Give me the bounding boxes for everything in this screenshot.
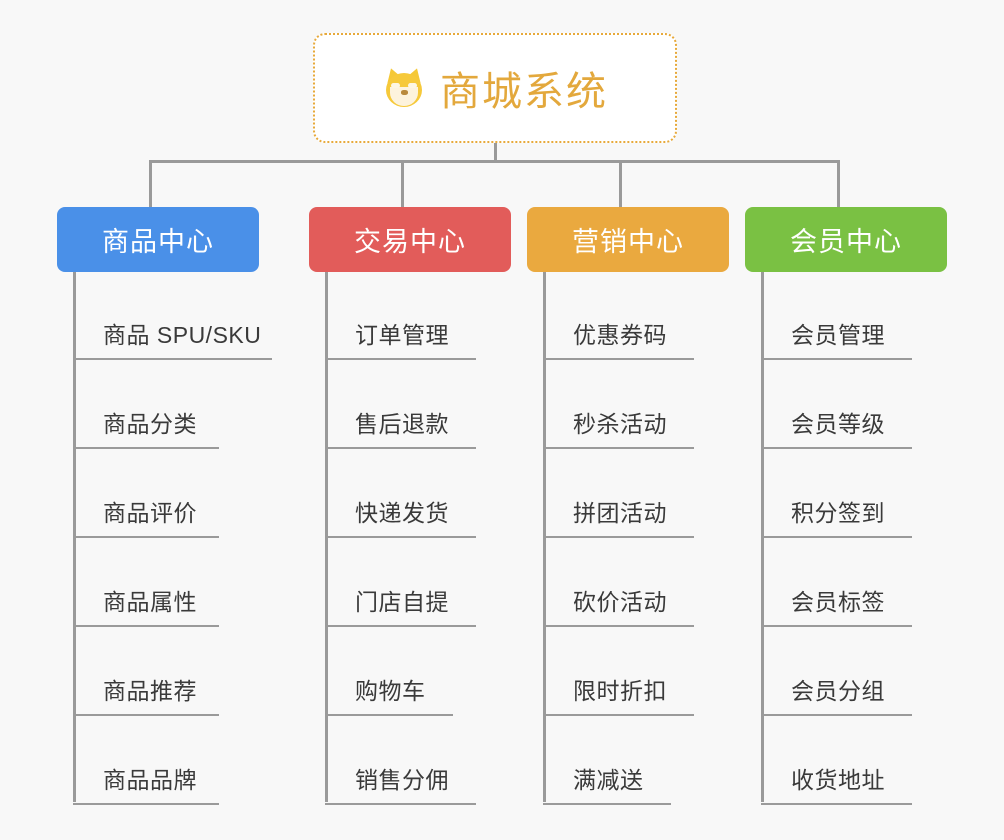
leaf-underline	[73, 447, 219, 449]
root-title: 商城系统	[440, 70, 608, 114]
leaf-underline	[325, 536, 476, 538]
leaf-label: 商品推荐	[103, 678, 197, 704]
root-node[interactable]: 商城系统	[313, 33, 677, 143]
shiba-dog-icon	[382, 65, 426, 110]
leaf-label: 销售分佣	[355, 767, 449, 793]
leaf-label: 商品属性	[103, 589, 197, 615]
connector-horizontal-bus	[149, 160, 840, 163]
leaf-label: 满减送	[573, 767, 644, 793]
category-label-3: 营销中心	[572, 227, 684, 257]
leaf-label: 快递发货	[355, 500, 449, 526]
leaf-label: 会员等级	[791, 411, 885, 437]
leaf-underline	[73, 625, 219, 627]
leaf-underline	[761, 625, 912, 627]
leaf-underline	[325, 803, 476, 805]
leaf-underline	[543, 714, 694, 716]
leaf-underline	[761, 714, 912, 716]
leaf-underline	[543, 803, 671, 805]
leaf-underline	[543, 536, 694, 538]
leaf-underline	[543, 358, 694, 360]
leaf-label: 积分签到	[791, 500, 885, 526]
category-label-1: 商品中心	[102, 227, 214, 257]
leaf-label: 限时折扣	[573, 678, 667, 704]
leaf-underline	[325, 714, 453, 716]
connector-drop-1	[149, 160, 152, 208]
leaf-label: 会员标签	[791, 589, 885, 615]
leaf-label: 拼团活动	[573, 500, 667, 526]
leaf-underline	[73, 358, 272, 360]
leaf-label: 商品评价	[103, 500, 197, 526]
leaf-underline	[73, 803, 219, 805]
leaf-label: 商品 SPU/SKU	[103, 322, 262, 348]
connector-drop-2	[401, 160, 404, 208]
leaf-underline	[543, 447, 694, 449]
leaf-label: 秒杀活动	[573, 411, 667, 437]
leaf-label: 砍价活动	[573, 589, 667, 615]
leaf-underline	[761, 447, 912, 449]
leaf-underline	[325, 447, 476, 449]
category-box-4[interactable]: 会员中心	[745, 207, 947, 272]
category-box-1[interactable]: 商品中心	[57, 207, 259, 272]
leaf-label: 购物车	[355, 678, 426, 704]
leaf-underline	[543, 625, 694, 627]
leaf-label: 优惠券码	[573, 322, 667, 348]
category-box-3[interactable]: 营销中心	[527, 207, 729, 272]
leaf-underline	[325, 358, 476, 360]
leaf-label: 订单管理	[355, 322, 449, 348]
connector-drop-3	[619, 160, 622, 208]
leaf-label: 商品分类	[103, 411, 197, 437]
leaf-underline	[73, 536, 219, 538]
leaf-underline	[761, 803, 912, 805]
leaf-underline	[73, 714, 219, 716]
leaf-label: 收货地址	[791, 767, 885, 793]
leaf-underline	[761, 536, 912, 538]
connector-drop-4	[837, 160, 840, 208]
category-label-4: 会员中心	[790, 227, 902, 257]
leaf-label: 门店自提	[355, 589, 449, 615]
leaf-label: 售后退款	[355, 411, 449, 437]
leaf-label: 会员管理	[791, 322, 885, 348]
category-label-2: 交易中心	[354, 227, 466, 257]
leaf-underline	[325, 625, 476, 627]
leaf-label: 商品品牌	[103, 767, 197, 793]
leaf-label: 会员分组	[791, 678, 885, 704]
category-box-2[interactable]: 交易中心	[309, 207, 511, 272]
connector-root-stem	[494, 143, 497, 163]
leaf-underline	[761, 358, 912, 360]
